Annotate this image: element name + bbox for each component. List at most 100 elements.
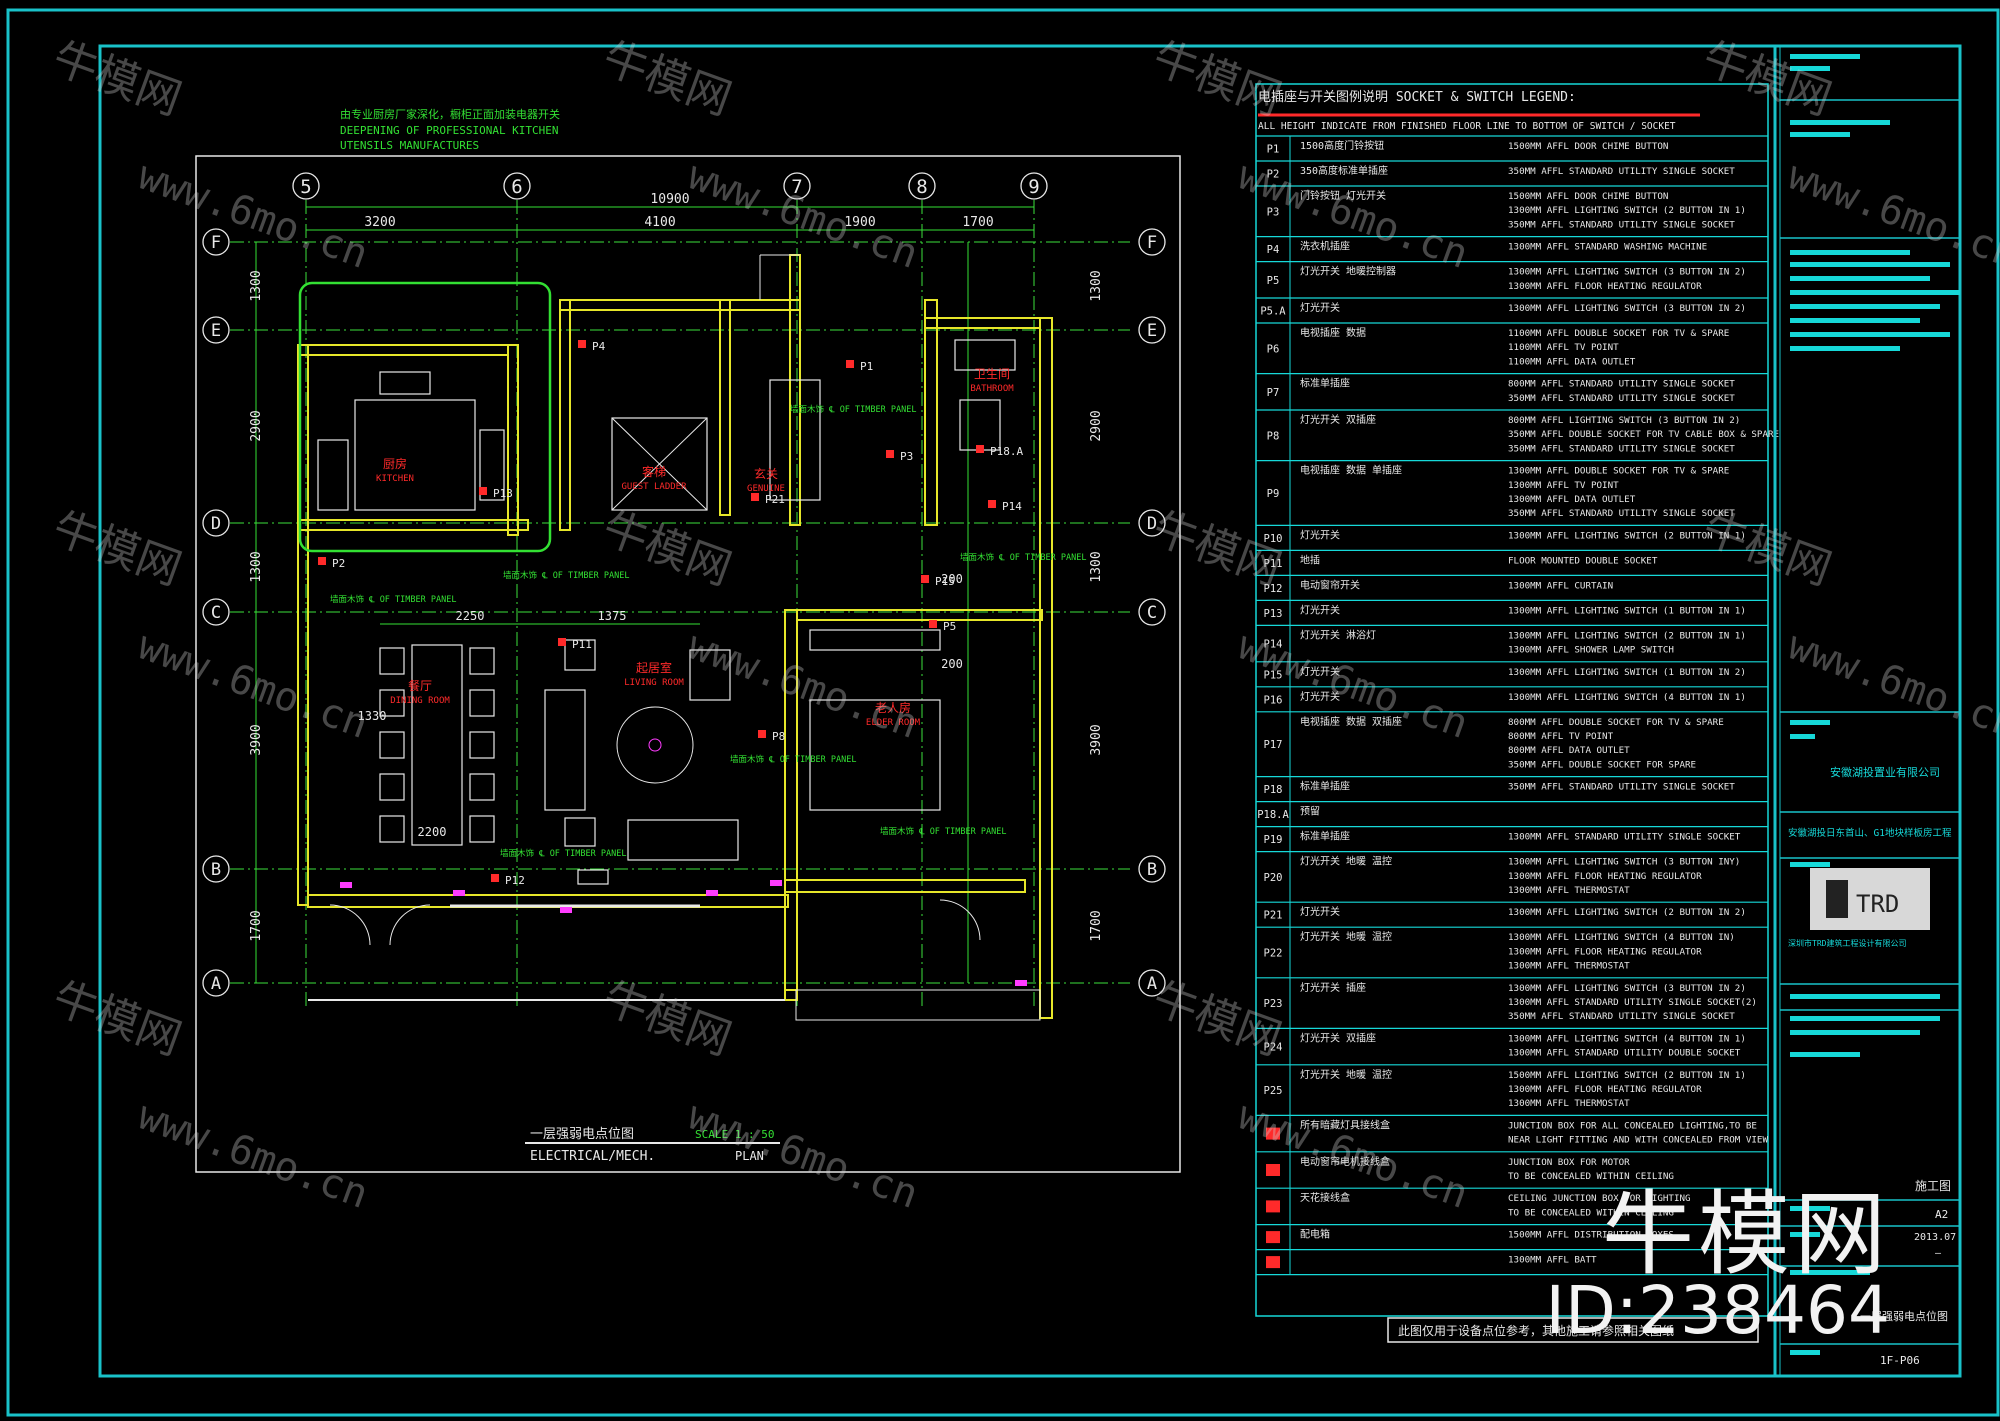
tb-company: 安徽湖投置业有限公司 (1830, 765, 1940, 779)
dining-table (411, 644, 463, 846)
legend-cn-9: 电视插座 数据 单插座 (1300, 464, 1402, 477)
legend-en-24-0: 1300MM AFFL LIGHTING SWITCH (3 BUTTON IN… (1508, 983, 1746, 994)
legend-en-31-0: 1300MM AFFL BATT (1508, 1255, 1597, 1266)
legend-en-27-1: NEAR LIGHT FITTING AND WITH CONCEALED FR… (1508, 1135, 1768, 1146)
legend-code-23: P22 (1264, 948, 1283, 960)
legend-en-26-1: 1300MM AFFL FLOOR HEATING REGULATOR (1508, 1084, 1702, 1095)
legend-cn-6: 电视插座 数据 (1300, 326, 1366, 339)
legend-en-3-0: 1300MM AFFL STANDARD WASHING MACHINE (1508, 242, 1707, 253)
watermark-url-0: www.6mo.cn (132, 152, 374, 278)
footer-note-box (1387, 1317, 1759, 1343)
legend-en-8-1: 350MM AFFL DOUBLE SOCKET FOR TV CABLE BO… (1508, 429, 1779, 440)
legend-en-21-1: 1300MM AFFL FLOOR HEATING REGULATOR (1508, 871, 1702, 882)
wall-elder-south (784, 879, 1026, 893)
curtain-motor-3 (340, 882, 352, 888)
dim-top-1: 4100 (644, 215, 675, 230)
grid-bubble-row-D-right (1138, 509, 1166, 537)
point-marker-10 (921, 575, 929, 583)
legend-cn-18: 标准单插座 (1300, 780, 1350, 793)
dining-chair-left-2 (379, 731, 405, 759)
legend-code-3: P4 (1267, 244, 1280, 256)
dim-top-2: 1900 (844, 215, 875, 230)
legend-en-6-0: 1100MM AFFL DOUBLE SOCKET FOR TV & SPARE (1508, 328, 1729, 339)
legend-en-5-0: 1300MM AFFL LIGHTING SWITCH (3 BUTTON IN… (1508, 303, 1746, 314)
plan-viewport (195, 155, 1181, 1173)
inner-frame (98, 44, 1962, 1378)
point-label-8: P13 (493, 487, 513, 500)
legend-en-25-1: 1300MM AFFL STANDARD UTILITY DOUBLE SOCK… (1508, 1048, 1741, 1059)
dining-chair-right-4 (469, 815, 495, 843)
living-sofa-left (544, 689, 586, 811)
tb-designer: 深圳市TRD建筑工程设计有限公司 (1788, 938, 1906, 948)
room-label-cn-6: 老人房 (875, 700, 911, 715)
legend-en-4-0: 1300MM AFFL LIGHTING SWITCH (3 BUTTON IN… (1508, 267, 1746, 278)
timber-note-4: 墙面木饰 ℄ OF TIMBER PANEL (880, 826, 1006, 837)
plan-title-en: ELECTRICAL/MECH. (530, 1149, 655, 1164)
grid-bubble-row-D-left (202, 509, 230, 537)
dim-side-1-4: 1700 (1089, 910, 1104, 941)
legend-en-1-0: 350MM AFFL STANDARD UTILITY SINGLE SOCKE… (1508, 166, 1735, 177)
grid-bubble-col-5 (292, 172, 320, 200)
grid-label-row-A-left: A (211, 974, 221, 994)
watermark-url-7: www.6mo.cn (1782, 622, 2000, 748)
kitchen-note-cn: 由专业厨房厂家深化，橱柜正面加装电器开关 (340, 107, 560, 121)
legend-title: 电插座与开关图例说明 SOCKET & SWITCH LEGEND: (1258, 90, 1576, 105)
watermark-url-5: www.6mo.cn (682, 622, 924, 748)
legend-cn-3: 洗衣机插座 (1300, 240, 1350, 253)
timber-note-1: 墙面木饰 ℄ OF TIMBER PANEL (503, 570, 629, 581)
legend-cn-24: 灯光开关 插座 (1300, 981, 1366, 994)
dim-inner-3: 200 (941, 657, 963, 671)
legend-en-2-1: 1300MM AFFL LIGHTING SWITCH (2 BUTTON IN… (1508, 205, 1746, 216)
legend-code-5: P5.A (1260, 306, 1286, 318)
dim-side-1-0: 1300 (1089, 270, 1104, 301)
room-label-cn-1: 客梯 (642, 464, 666, 479)
grid-label-row-F-right: F (1147, 233, 1157, 253)
watermark-cn-7: 牛模网 (1696, 502, 1837, 595)
dining-chair-right-1 (469, 689, 495, 717)
legend-en-7-0: 800MM AFFL STANDARD UTILITY SINGLE SOCKE… (1508, 379, 1735, 390)
dim-inner-1: 1375 (598, 609, 627, 623)
legend-code-22: P21 (1264, 910, 1283, 922)
legend-code-2: P3 (1267, 206, 1280, 218)
dining-chair-left-1 (379, 689, 405, 717)
grid-label-row-E-left: E (211, 321, 221, 341)
watermark-url-1: www.6mo.cn (682, 152, 924, 278)
tb-text-bar-16 (1790, 1016, 1940, 1021)
dim-side-1-3: 3900 (1089, 724, 1104, 755)
legend-cn-23: 灯光开关 地暖 温控 (1300, 930, 1392, 943)
legend-cn-10: 灯光开关 (1300, 528, 1340, 541)
tb-text-bar-7 (1790, 290, 1960, 295)
tb-text-bar-9 (1790, 318, 1920, 323)
dining-chair-left-3 (379, 773, 405, 801)
legend-en-27-0: JUNCTION BOX FOR ALL CONCEALED LIGHTING,… (1508, 1120, 1757, 1131)
legend-en-29-1: TO BE CONCEALED WITHIN CEILING (1508, 1207, 1674, 1218)
legend-code-19: P18.A (1257, 809, 1289, 821)
watermark-url-8: www.6mo.cn (132, 1092, 374, 1218)
legend-code-20: P19 (1264, 834, 1283, 846)
grid-bubble-col-7 (783, 172, 811, 200)
title-block-text-bars (1790, 54, 1960, 1355)
timber-note-3: 墙面木饰 ℄ OF TIMBER PANEL (730, 754, 856, 765)
wall-ladder-east (719, 299, 731, 516)
point-marker-8 (479, 487, 487, 495)
dining-chair-left-0 (379, 647, 405, 675)
legend-en-23-1: 1300MM AFFL FLOOR HEATING REGULATOR (1508, 946, 1702, 957)
legend-code-14: P14 (1264, 639, 1283, 651)
tb-text-bar-10 (1790, 332, 1950, 337)
grid-label-row-C-right: C (1147, 603, 1157, 623)
room-label-cn-5: 起居室 (636, 660, 672, 675)
grid-label-col-5: 5 (300, 176, 311, 198)
legend-code-17: P17 (1264, 739, 1283, 751)
room-label-en-0: KITCHEN (376, 474, 414, 484)
legend-en-17-2: 800MM AFFL DATA OUTLET (1508, 745, 1630, 756)
legend-en-16-0: 1300MM AFFL LIGHTING SWITCH (4 BUTTON IN… (1508, 692, 1746, 703)
wall-ladder-west (559, 299, 571, 531)
kitchen-note-en1: DEEPENING OF PROFESSIONAL KITCHEN (340, 124, 559, 137)
grid-label-row-B-right: B (1147, 860, 1157, 880)
legend-en-4-1: 1300MM AFFL FLOOR HEATING REGULATOR (1508, 281, 1702, 292)
point-marker-2 (886, 450, 894, 458)
point-label-3: P4 (592, 340, 606, 353)
